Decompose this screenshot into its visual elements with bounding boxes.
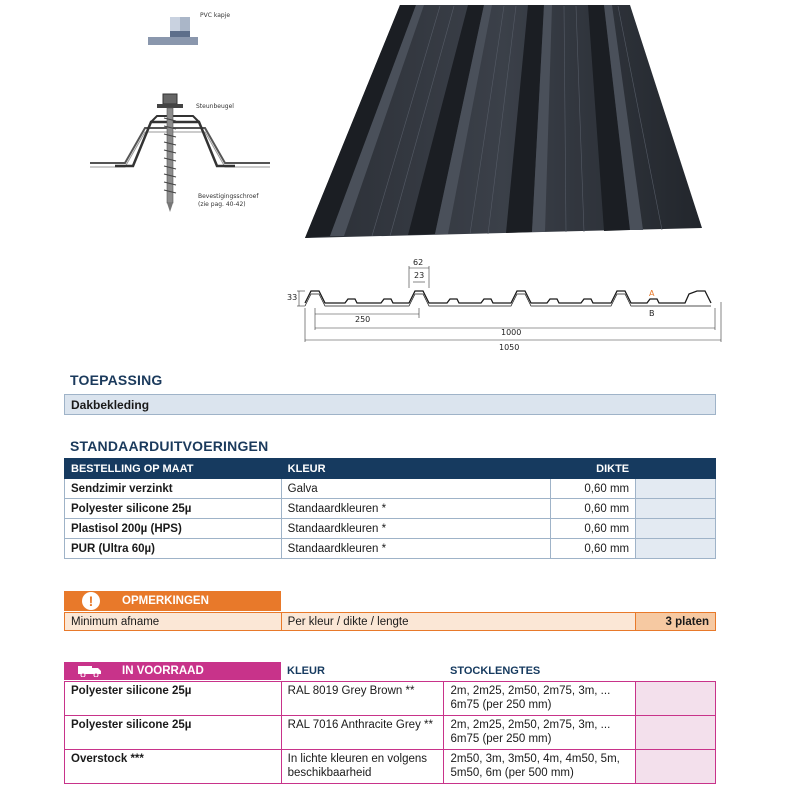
stock-lengths: 2m, 2m25, 2m50, 2m75, 3m, ... 6m75 (per … (443, 681, 637, 716)
row-kleur: Standaardkleuren * (280, 518, 552, 539)
row-dikte: 0,60 mm (550, 478, 637, 499)
opmerkingen-title: OPMERKINGEN (122, 595, 209, 607)
header-dikte: DIKTE (550, 458, 637, 479)
stock-lengths: 2m, 2m25, 2m50, 2m75, 3m, ... 6m75 (per … (443, 715, 637, 750)
opmerkingen-label: Minimum afname (64, 612, 282, 631)
profile-line (304, 290, 712, 304)
stock-lengths: 2m50, 3m, 3m50, 4m, 4m50, 5m, 5m50, 6m (… (443, 749, 637, 784)
profile-dimension-drawing: 62 23 33 250 1000 1050 A B (287, 258, 722, 352)
screw-label-line-1: Bevestigingsschroef (198, 193, 259, 200)
standaard-title: STANDAARDUITVOERINGEN (70, 438, 269, 454)
opmerkingen-header: ! OPMERKINGEN (64, 591, 281, 611)
row-kleur: Standaardkleuren * (280, 538, 552, 559)
row-name: PUR (Ultra 60µ) (64, 538, 282, 559)
bracket-screw-illustration (90, 93, 270, 212)
opmerkingen-value: Per kleur / dikte / lengte (280, 612, 637, 631)
voorraad-header-stocklengtes: STOCKLENGTES (450, 665, 541, 677)
toepassing-bar: Dakbekleding (64, 394, 716, 415)
stock-name: Polyester silicone 25µ (64, 715, 282, 750)
table-row: Overstock *** In lichte kleuren en volge… (64, 749, 716, 784)
standaard-header-row: BESTELLING OP MAAT KLEUR DIKTE (64, 458, 716, 479)
stock-lengths-line-1: 2m50, 3m, 3m50, 4m, 4m50, 5m, (450, 753, 620, 765)
voorraad-title: IN VOORRAAD (122, 665, 204, 677)
screw-label: Bevestigingsschroef (zie pag. 40-42) (198, 193, 258, 209)
stock-kleur: RAL 7016 Anthracite Grey ** (280, 715, 445, 750)
opmerkingen-table: Minimum afname Per kleur / dikte / lengt… (64, 612, 716, 631)
table-row: Polyester silicone 25µ Standaardkleuren … (64, 498, 716, 519)
table-row: Sendzimir verzinkt Galva 0,60 mm (64, 478, 716, 499)
row-dikte: 0,60 mm (550, 518, 637, 539)
toepassing-title: TOEPASSING (70, 372, 163, 388)
row-name: Plastisol 200µ (HPS) (64, 518, 282, 539)
stock-kleur: RAL 8019 Grey Brown ** (280, 681, 445, 716)
stock-kleur-line-2: beschikbaarheid (287, 767, 372, 779)
voorraad-header-kleur: KLEUR (287, 665, 325, 677)
table-row: Polyester silicone 25µ RAL 7016 Anthraci… (64, 715, 716, 750)
dim-1000: 1000 (501, 328, 521, 337)
voorraad-table: Polyester silicone 25µ RAL 8019 Grey Bro… (64, 681, 716, 784)
stock-name: Overstock *** (64, 749, 282, 784)
standaard-table: BESTELLING OP MAAT KLEUR DIKTE Sendzimir… (64, 458, 716, 559)
stock-name: Polyester silicone 25µ (64, 681, 282, 716)
label-a: A (649, 289, 655, 298)
row-name: Polyester silicone 25µ (64, 498, 282, 519)
header-bestelling: BESTELLING OP MAAT (64, 458, 282, 479)
dim-23: 23 (414, 271, 424, 280)
row-kleur: Standaardkleuren * (280, 498, 552, 519)
stock-kleur-line-1: In lichte kleuren en volgens (287, 753, 428, 765)
opmerkingen-qty: 3 platen (635, 612, 716, 631)
row-dikte: 0,60 mm (550, 498, 637, 519)
table-row: PUR (Ultra 60µ) Standaardkleuren * 0,60 … (64, 538, 716, 559)
table-row: Polyester silicone 25µ RAL 8019 Grey Bro… (64, 681, 716, 716)
stock-lengths-line-1: 2m, 2m25, 2m50, 2m75, 3m, ... (450, 719, 611, 731)
roof-sheet-image (305, 5, 702, 238)
truck-icon (78, 666, 101, 677)
label-b: B (649, 309, 655, 318)
stock-lengths-line-2: 6m75 (per 250 mm) (450, 733, 552, 745)
pvc-label: PVC kapje (200, 12, 231, 19)
steunbeugel-label: Steunbeugel (196, 103, 234, 110)
screw-label-line-2: (zie pag. 40-42) (198, 201, 246, 208)
dim-1050: 1050 (499, 343, 519, 352)
header-kleur: KLEUR (280, 458, 552, 479)
row-kleur: Galva (280, 478, 552, 499)
row-name: Sendzimir verzinkt (64, 478, 282, 499)
row-dikte: 0,60 mm (550, 538, 637, 559)
pvc-cap-illustration (148, 17, 198, 45)
stock-lengths-line-2: 6m75 (per 250 mm) (450, 699, 552, 711)
stock-lengths-line-1: 2m, 2m25, 2m50, 2m75, 3m, ... (450, 685, 611, 697)
voorraad-header: IN VOORRAAD (64, 662, 281, 680)
exclamation-icon: ! (82, 592, 100, 610)
opmerkingen-row: Minimum afname Per kleur / dikte / lengt… (64, 612, 716, 631)
stock-kleur: In lichte kleuren en volgens beschikbaar… (280, 749, 445, 784)
stock-lengths-line-2: 5m50, 6m (per 500 mm) (450, 767, 574, 779)
toepassing-value: Dakbekleding (71, 398, 150, 412)
dim-33: 33 (287, 293, 297, 302)
table-row: Plastisol 200µ (HPS) Standaardkleuren * … (64, 518, 716, 539)
dim-250: 250 (355, 315, 370, 324)
dim-62: 62 (413, 258, 423, 267)
